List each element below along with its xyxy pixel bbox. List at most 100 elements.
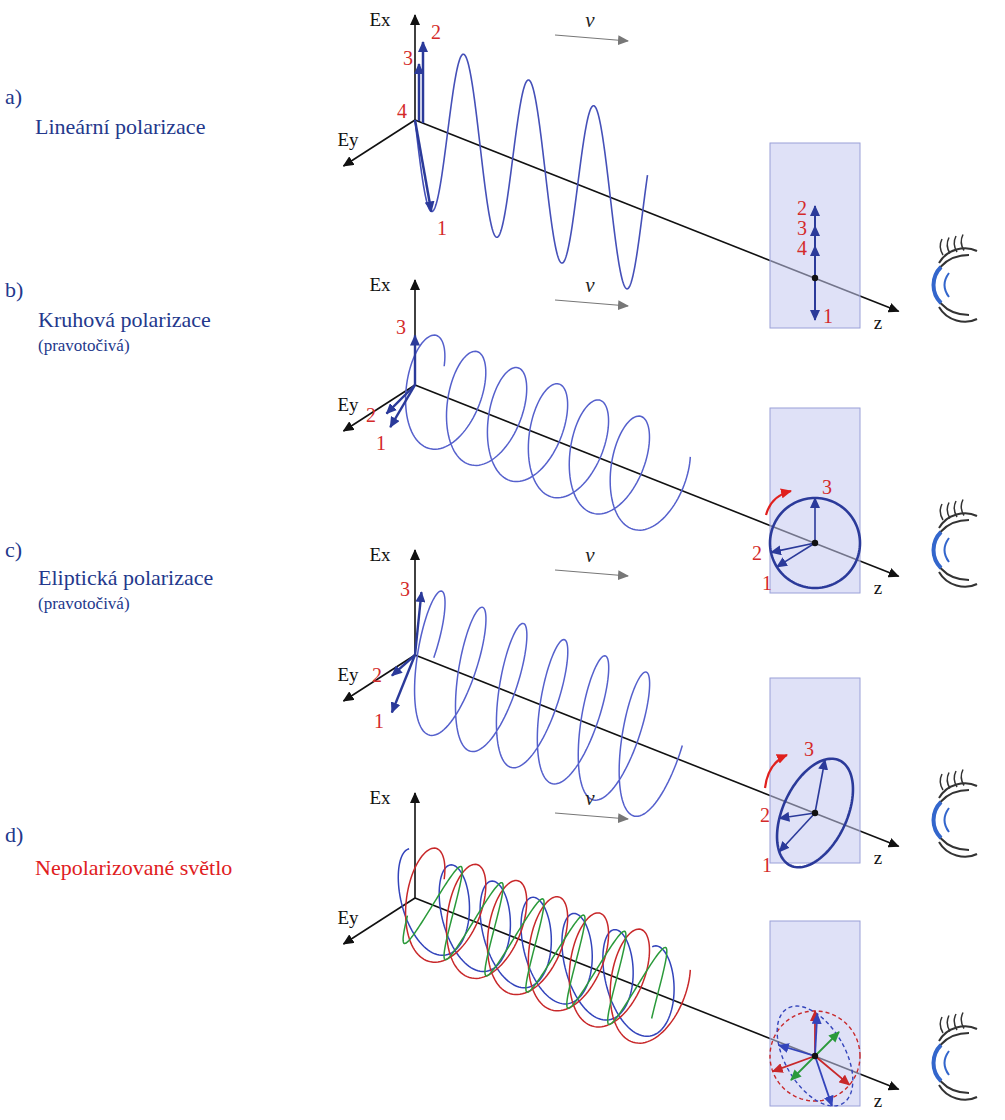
eyelid [939,513,977,586]
velocity-label: v [585,8,594,33]
field-vector [390,385,415,427]
callout-number: 2 [797,197,807,220]
field-helix [398,849,674,1036]
callout-number: 3 [400,578,410,601]
cornea [934,1045,942,1081]
screen-vector [815,1056,832,1106]
field-vector [392,655,415,713]
screen-vector [773,1056,815,1071]
eyeball [933,520,969,580]
velocity-arrow [555,813,628,819]
unpolarized-panel [344,793,978,1106]
observation-screen [770,678,860,863]
callout-number: 2 [366,404,376,427]
velocity-arrow [555,35,628,41]
cornea [934,802,942,838]
screen-vector [779,1045,815,1056]
screen-vector [777,543,815,567]
callout-number: 4 [797,237,807,260]
velocity-label: v [585,273,594,298]
velocity-label: v [585,543,594,568]
iris [945,273,950,297]
panel-title: Kruhová polarizace [38,307,211,333]
callout-number: 3 [797,217,807,240]
screen-vector [815,760,825,813]
axis-label: z [874,577,882,599]
field-vector [415,592,421,655]
eye-icon [933,235,977,322]
field-vector [414,336,416,386]
callout-number: 3 [822,476,832,499]
screen-trace [777,1006,853,1106]
eyelash [940,235,964,256]
screen-vector [779,813,815,852]
callout-number: 1 [376,432,386,455]
eyelid [939,783,977,856]
axis-point [812,810,818,816]
eyelash [940,1013,964,1034]
eyelash [940,770,964,791]
rotating-panel [344,550,978,867]
screen-vector [814,246,816,278]
panel-letter: c) [5,537,22,563]
axis-label: Ex [369,9,390,31]
field-vector [422,42,425,123]
linear-panel [344,15,978,328]
panel-letter: d) [5,822,23,848]
field-helix [406,335,691,530]
callout-number: 1 [374,710,384,733]
rotating-panel [344,280,978,593]
eyelash [940,500,964,521]
callout-number: 2 [752,542,762,565]
panel-letter: a) [5,84,22,110]
velocity-label: v [585,786,594,811]
eyeball [933,255,969,315]
screen-trace [777,759,853,868]
iris [945,538,950,562]
screen-vector [779,813,815,818]
axis-label: Ey [337,907,358,929]
eyelid [939,248,977,321]
field-helix [406,848,691,1043]
screen-vector [815,1032,839,1056]
screen-vector [791,1056,815,1080]
ex-axis [414,793,416,898]
axis-label: z [874,1090,882,1112]
panel-title: Eliptická polarizace [38,565,213,591]
callout-number: 3 [403,47,413,70]
eyeball [933,790,969,850]
callout-number: 1 [437,217,447,240]
eye-icon [933,500,977,587]
axis-point [812,540,818,546]
cornea [934,267,942,303]
callout-number: 2 [372,664,382,687]
axis-label: z [874,312,882,334]
axis-label: Ex [369,787,390,809]
eyeball [933,1033,969,1093]
screen-vector [815,1014,817,1056]
field-helix [415,591,683,816]
axis-label: Ex [369,274,390,296]
screen-vector [814,226,816,278]
callout-number: 1 [823,305,833,328]
axis-label: Ex [369,544,390,566]
axis-label: Ey [337,394,358,416]
rotation-arrow [766,491,791,515]
axis-point [812,275,818,281]
callout-number: 3 [396,316,406,339]
rotation-arrow [765,755,787,788]
callout-number: 3 [804,738,814,761]
observation-screen [770,921,860,1106]
panel-title: Lineární polarizace [35,114,205,140]
field-helix [403,866,667,1024]
eye-icon [933,1013,977,1100]
iris [945,808,950,832]
panel-letter: b) [5,277,23,303]
callout-number: 4 [397,100,407,123]
ex-axis [414,15,416,120]
screen-trace [770,1011,860,1101]
callout-number: 2 [431,21,441,44]
axis-label: Ey [337,664,358,686]
